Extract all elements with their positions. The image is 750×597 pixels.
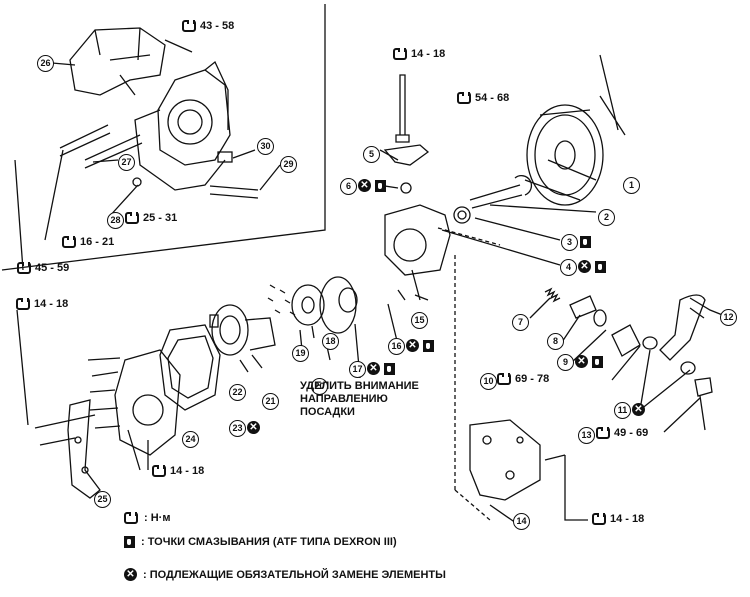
callout-10: 10	[480, 373, 497, 390]
callout-28: 28	[107, 212, 124, 229]
wrench-icon	[457, 92, 471, 104]
oil-can-icon	[124, 536, 135, 548]
torque-value: 14 - 18	[610, 513, 645, 525]
callout-17-icons: ✕	[367, 362, 395, 375]
legend-replace: ✕ : ПОДЛЕЖАЩИЕ ОБЯЗАТЕЛЬНОЙ ЗАМЕНЕ ЭЛЕМЕ…	[124, 568, 446, 581]
wrench-icon	[592, 513, 606, 525]
oil-can-icon	[384, 362, 395, 375]
callout-16: 16	[388, 338, 405, 355]
wrench-icon	[152, 465, 166, 477]
torque-label-14-18-mid: 14 - 18	[152, 465, 204, 477]
wrench-icon	[497, 373, 511, 385]
torque-label-14-18-bottom: 14 - 18	[592, 513, 644, 525]
x-circle-icon: ✕	[575, 355, 588, 368]
callout-5: 5	[363, 146, 380, 163]
callout-2: 2	[598, 209, 615, 226]
callout-29: 29	[280, 156, 297, 173]
torque-label-16-21: 16 - 21	[62, 236, 114, 248]
callout-21: 21	[262, 393, 279, 410]
torque-value: 14 - 18	[34, 298, 69, 310]
callout-7: 7	[512, 314, 529, 331]
legend-lubrication: : ТОЧКИ СМАЗЫВАНИЯ (ATF ТИПА DEXRON III)	[124, 536, 397, 548]
torque-value: 54 - 68	[475, 92, 510, 104]
wrench-icon	[124, 512, 138, 524]
torque-label-49-69: 49 - 69	[596, 427, 648, 439]
torque-value: 25 - 31	[143, 212, 178, 224]
installation-direction-note: УДЕЛИТЬ ВНИМАНИЕ НАПРАВЛЕНИЮ ПОСАДКИ	[300, 380, 419, 418]
x-circle-icon: ✕	[632, 403, 645, 416]
oil-can-icon	[580, 236, 591, 248]
callout-8: 8	[547, 333, 564, 350]
callout-24: 24	[182, 431, 199, 448]
torque-label-43-58: 43 - 58	[182, 20, 234, 32]
callout-4-icons: ✕	[578, 260, 606, 273]
torque-value: 14 - 18	[170, 465, 205, 477]
torque-value: 16 - 21	[80, 236, 115, 248]
legend-torque-text: : Н·м	[144, 512, 171, 524]
callout-4: 4	[560, 259, 577, 276]
callout-18: 18	[322, 333, 339, 350]
torque-value: 49 - 69	[614, 427, 649, 439]
callout-16-icons: ✕	[406, 339, 434, 352]
callout-23: 23	[229, 420, 246, 437]
callout-3-oil	[580, 236, 591, 248]
x-circle-icon: ✕	[406, 339, 419, 352]
callout-11-icon: ✕	[632, 403, 645, 416]
callout-27: 27	[118, 154, 135, 171]
legend-lubrication-text: : ТОЧКИ СМАЗЫВАНИЯ (ATF ТИПА DEXRON III)	[141, 536, 397, 548]
torque-label-25-31: 25 - 31	[125, 212, 177, 224]
x-circle-icon: ✕	[367, 362, 380, 375]
x-circle-icon: ✕	[578, 260, 591, 273]
x-circle-icon: ✕	[358, 179, 371, 192]
legend-replace-text: : ПОДЛЕЖАЩИЕ ОБЯЗАТЕЛЬНОЙ ЗАМЕНЕ ЭЛЕМЕНТ…	[143, 568, 446, 581]
callout-1: 1	[623, 177, 640, 194]
wrench-icon	[17, 262, 31, 274]
callout-26: 26	[37, 55, 54, 72]
oil-can-icon	[595, 260, 606, 273]
torque-value: 14 - 18	[411, 48, 446, 60]
wrench-icon	[125, 212, 139, 224]
torque-label-14-18-top: 14 - 18	[393, 48, 445, 60]
legend-torque: : Н·м	[124, 512, 170, 524]
callout-17: 17	[349, 361, 366, 378]
callout-23-icon: ✕	[247, 421, 260, 434]
torque-value: 43 - 58	[200, 20, 235, 32]
wrench-icon	[596, 427, 610, 439]
callout-3: 3	[561, 234, 578, 251]
torque-value: 69 - 78	[515, 373, 550, 385]
callout-15: 15	[411, 312, 428, 329]
callout-30: 30	[257, 138, 274, 155]
callout-6-icons: ✕	[358, 179, 386, 192]
callout-13: 13	[578, 427, 595, 444]
callout-9-icons: ✕	[575, 355, 603, 368]
callout-9: 9	[557, 354, 574, 371]
oil-can-icon	[423, 339, 434, 352]
torque-label-54-68: 54 - 68	[457, 92, 509, 104]
torque-label-45-59: 45 - 59	[17, 262, 69, 274]
callout-12: 12	[720, 309, 737, 326]
callout-11: 11	[614, 402, 631, 419]
wrench-icon	[62, 236, 76, 248]
wrench-icon	[393, 48, 407, 60]
wrench-icon	[16, 298, 30, 310]
torque-label-69-78: 69 - 78	[497, 373, 549, 385]
x-circle-icon: ✕	[124, 568, 137, 581]
callout-19: 19	[292, 345, 309, 362]
torque-label-14-18-left: 14 - 18	[16, 298, 68, 310]
callout-25: 25	[94, 491, 111, 508]
callout-14: 14	[513, 513, 530, 530]
torque-value: 45 - 59	[35, 262, 70, 274]
oil-can-icon	[592, 355, 603, 368]
callout-6: 6	[340, 178, 357, 195]
oil-can-icon	[375, 179, 386, 192]
callout-20: 20	[311, 378, 328, 395]
x-circle-icon: ✕	[247, 421, 260, 434]
wrench-icon	[182, 20, 196, 32]
callout-22: 22	[229, 384, 246, 401]
